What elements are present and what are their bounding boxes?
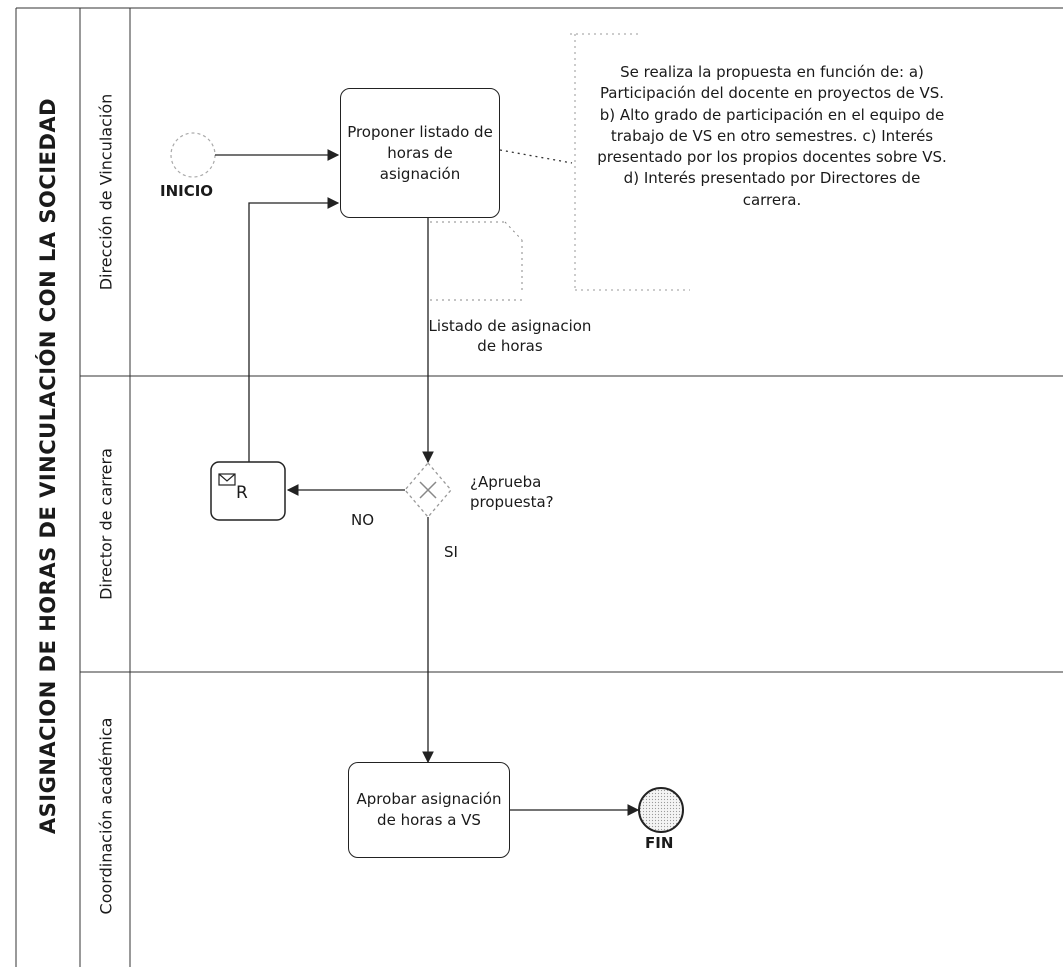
exclusive-gateway <box>404 461 452 519</box>
lane-title-direccion-vinculacion: Dirección de Vinculación <box>96 93 116 291</box>
gateway-no-label: NO <box>351 511 375 529</box>
task-proponer-listado: Proponer listado de horas de asignación <box>340 88 500 218</box>
gateway-si-label: SI <box>444 543 458 561</box>
annotation-bracket <box>570 33 690 291</box>
gateway-question: ¿Aprueba propuesta? <box>470 473 554 512</box>
end-event <box>638 787 684 833</box>
flow-rework-to-proponer <box>248 197 340 462</box>
message-task <box>210 461 286 521</box>
pool-border <box>15 7 1063 967</box>
text-annotation: Se realiza la propuesta en función de: a… <box>597 63 947 209</box>
start-event <box>170 132 216 178</box>
task-aprobar-asignacion: Aprobar asignación de horas a VS <box>348 762 510 858</box>
pool-title: ASIGNACION DE HORAS DE VINCULACIÓN CON L… <box>36 97 60 835</box>
lane-title-coordinacion-academica: Coordinación académica <box>96 717 116 915</box>
message-task-marker: R <box>236 483 248 503</box>
start-event-label: INICIO <box>160 182 214 200</box>
end-event-label: FIN <box>645 834 674 852</box>
data-object-icon <box>430 221 523 301</box>
lane-title-director-carrera: Director de carrera <box>96 448 116 600</box>
data-object-label: Listado de asignacion de horas <box>428 317 592 356</box>
envelope-icon <box>218 473 236 486</box>
association-annotation <box>499 149 573 164</box>
